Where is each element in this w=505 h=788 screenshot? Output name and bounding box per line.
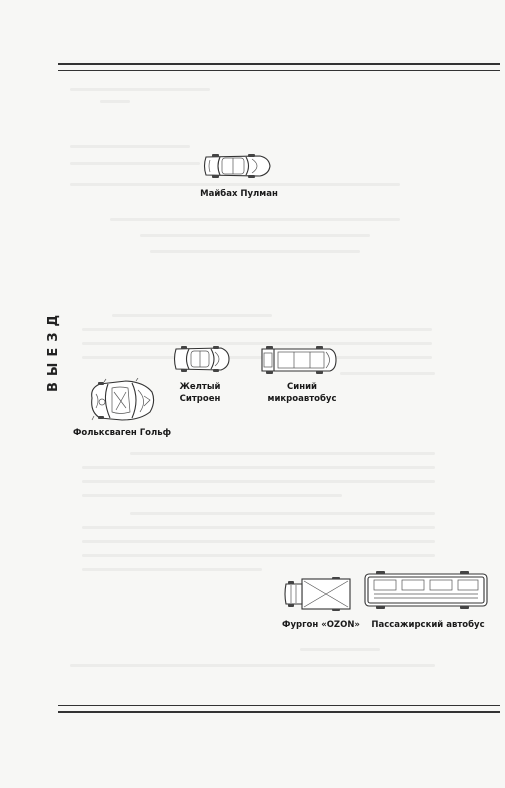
top-rule-thin — [58, 70, 500, 71]
minibus-caption-line2: микроавтобус — [267, 394, 337, 404]
bus-caption: Пассажирский автобус — [371, 620, 485, 630]
citroen-car-icon — [173, 346, 230, 372]
van-caption: Фургон «OZON» — [282, 620, 360, 630]
citroen-caption-line1: Желтый — [179, 382, 221, 392]
van-truck-icon — [284, 577, 351, 611]
citroen-caption-line2: Ситроен — [179, 394, 221, 404]
section-label-vertical: ВЫЕЗД — [46, 308, 61, 392]
minibus-caption-line1: Синий — [287, 382, 317, 392]
golf-caption: Фольксваген Гольф — [72, 428, 172, 438]
passenger-bus-icon — [364, 571, 488, 609]
minibus-icon — [261, 346, 337, 374]
golf-car-icon — [91, 378, 155, 421]
maybach-car-icon — [203, 154, 271, 178]
bottom-rule-thick — [58, 711, 500, 713]
top-rule-thick — [58, 63, 500, 65]
bottom-rule-thin — [58, 705, 500, 706]
maybach-caption: Майбах Пулман — [200, 189, 278, 199]
